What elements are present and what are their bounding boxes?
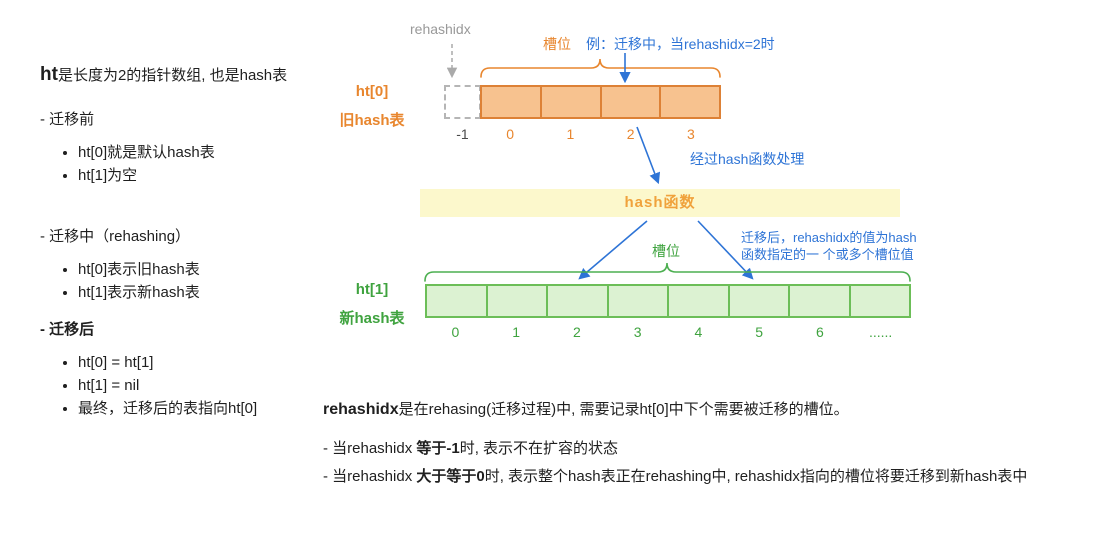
rehashidx-definition-rest: 是在rehasing(迁移过程)中, 需要记录ht[0]中下个需要被迁移的槽位。	[398, 401, 849, 418]
old-table-cell-3	[659, 87, 719, 117]
old-table-indices: 0 1 2 3	[480, 126, 721, 142]
rehashidx-definition: rehashidx是在rehasing(迁移过程)中, 需要记录ht[0]中下个…	[323, 398, 1083, 419]
old-table-index-neg1: -1	[456, 126, 469, 142]
ht0-table-name: ht[0] 旧hash表	[325, 77, 419, 135]
new-table-cell-7	[848, 286, 910, 316]
ht0-label-line2: 旧hash表	[339, 112, 405, 129]
ht1-label-line1: ht[1]	[355, 281, 389, 298]
new-table-cell-3	[606, 286, 668, 316]
case-neg1-bold: 等于-1	[416, 440, 460, 457]
hash-process-annotation: 经过hash函数处理	[690, 151, 805, 167]
old-index-3: 3	[686, 126, 695, 142]
rehashidx-case-ge0: - 当rehashidx 大于等于0时, 表示整个hash表正在rehashin…	[323, 465, 1083, 486]
new-index-ellipsis: ......	[868, 324, 893, 340]
example-annotation: 例：迁移中，当rehashidx=2时	[586, 36, 775, 52]
ht1-label-line2: 新hash表	[339, 310, 405, 327]
new-table-indices: 0 1 2 3 4 5 6 ......	[425, 324, 911, 340]
ht1-table-name: ht[1] 新hash表	[325, 275, 419, 333]
hash-function-box: hash函数	[420, 189, 900, 217]
list-item: ht[0]就是默认hash表	[78, 143, 340, 162]
old-table-dashed-cell	[444, 85, 481, 119]
new-table-slot-brace	[424, 262, 911, 282]
case-neg1-rest: 时, 表示不在扩容的状态	[459, 440, 619, 457]
migrate-result-annotation: 迁移后，rehashidx的值为hash 函数指定的一 个或多个槽位值	[741, 229, 917, 263]
old-table-slot-brace	[480, 58, 721, 78]
list-during-migration: ht[0]表示旧hash表 ht[1]表示新hash表	[78, 260, 340, 302]
old-table-cell-2	[599, 87, 660, 117]
list-item: 最终，迁移后的表指向ht[0]	[78, 399, 340, 418]
migrate-note-line1: 迁移后，rehashidx的值为hash	[741, 230, 917, 245]
new-hash-table	[425, 284, 911, 318]
new-table-cell-0	[427, 286, 486, 316]
heading-before-migration: - 迁移前	[40, 111, 95, 128]
migrate-note-line2: 函数指定的一 个或多个槽位值	[741, 247, 914, 262]
old-table-slot-label: 槽位	[543, 36, 571, 52]
rehashidx-pointer-label: rehashidx	[410, 21, 471, 37]
heading-after-migration: - 迁移后	[40, 321, 95, 338]
new-table-cell-4	[667, 286, 728, 316]
old-table-cell-0	[482, 87, 540, 117]
new-index-2: 2	[572, 324, 581, 340]
list-item: ht[1]表示新hash表	[78, 283, 340, 302]
old-index-1: 1	[566, 126, 575, 142]
new-table-cell-1	[485, 286, 547, 316]
case-ge0-prefix: - 当rehashidx	[323, 468, 417, 485]
rehashidx-case-neg1: - 当rehashidx 等于-1时, 表示不在扩容的状态	[323, 437, 1083, 458]
old-hash-table	[480, 85, 721, 119]
heading-during-migration: - 迁移中（rehashing）	[40, 228, 191, 245]
new-table-slot-label: 槽位	[652, 243, 680, 259]
page-title: ht是长度为2的指针数组, 也是hash表	[40, 64, 340, 86]
old-index-0: 0	[506, 126, 515, 142]
new-table-cell-5	[727, 286, 789, 316]
new-index-6: 6	[815, 324, 824, 340]
list-item: ht[0] = ht[1]	[78, 353, 340, 372]
new-table-cell-2	[546, 286, 607, 316]
old-table-cell-1	[539, 87, 600, 117]
case-ge0-rest: 时, 表示整个hash表正在rehashing中, rehashidx指向的槽位…	[484, 468, 1028, 485]
left-notes: ht是长度为2的指针数组, 也是hash表 - 迁移前 ht[0]就是默认has…	[40, 64, 340, 422]
new-table-cell-6	[788, 286, 849, 316]
rehashidx-term: rehashidx	[323, 401, 399, 418]
new-index-5: 5	[755, 324, 764, 340]
hashbox-to-newslot2-arrow	[578, 220, 648, 280]
title-ht: ht	[40, 64, 58, 85]
new-index-1: 1	[512, 324, 521, 340]
case-neg1-prefix: - 当rehashidx	[323, 440, 417, 457]
list-after-migration: ht[0] = ht[1] ht[1] = nil 最终，迁移后的表指向ht[0…	[78, 353, 340, 418]
list-item: ht[0]表示旧hash表	[78, 260, 340, 279]
list-item: ht[1]为空	[78, 166, 340, 185]
list-before-migration: ht[0]就是默认hash表 ht[1]为空	[78, 143, 340, 185]
new-index-4: 4	[694, 324, 703, 340]
case-ge0-bold: 大于等于0	[416, 468, 485, 485]
list-item: ht[1] = nil	[78, 376, 340, 395]
new-index-3: 3	[633, 324, 642, 340]
ht0-label-line1: ht[0]	[355, 83, 389, 100]
old-index-2: 2	[626, 126, 635, 142]
title-rest: 是长度为2的指针数组, 也是hash表	[57, 67, 288, 84]
bottom-notes: rehashidx是在rehasing(迁移过程)中, 需要记录ht[0]中下个…	[323, 398, 1083, 486]
new-index-0: 0	[451, 324, 460, 340]
